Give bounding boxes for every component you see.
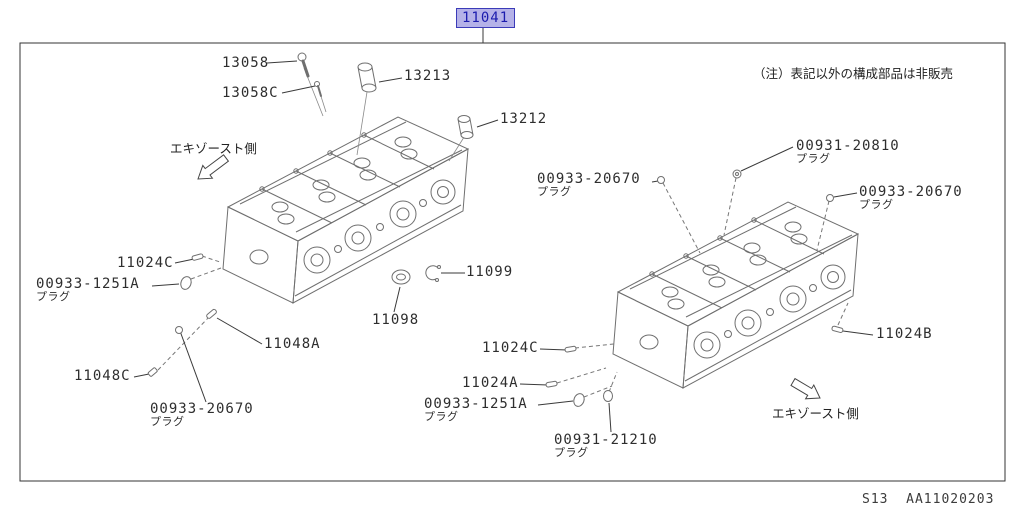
- part-sub-label: プラグ: [424, 411, 459, 424]
- part-number: 00933-20670: [537, 171, 641, 187]
- part-callout-11024c-left[interactable]: 11024C: [117, 255, 174, 271]
- part-callout-11048c[interactable]: 11048C: [74, 368, 131, 384]
- part-number: 00931-20810: [796, 138, 900, 154]
- part-sub-label: プラグ: [537, 186, 572, 199]
- part-number: 11098: [372, 312, 420, 328]
- stud-icon: [147, 367, 158, 377]
- part-sub-label: プラグ: [554, 447, 589, 460]
- note-text: （注）表記以外の構成部品は非販売: [753, 67, 954, 81]
- diagram-border: [19, 42, 1006, 482]
- leader-lines: [133, 60, 874, 433]
- part-number: 11024C: [482, 340, 539, 356]
- part-callout-11098[interactable]: 11098: [372, 312, 420, 328]
- part-sub-label: プラグ: [36, 291, 71, 304]
- screw-icon: [314, 81, 322, 97]
- part-callout-11024a[interactable]: 11024A: [462, 375, 519, 391]
- stud-icon: [831, 325, 844, 334]
- part-sub-label: プラグ: [859, 199, 894, 212]
- exhaust-arrow-left-icon: [197, 154, 230, 180]
- plug-icon: [732, 169, 742, 179]
- part-number: 11024B: [876, 326, 933, 342]
- part-number: 13058C: [222, 85, 279, 101]
- part-callout-13213[interactable]: 13213: [404, 68, 452, 84]
- part-number: 13213: [404, 68, 452, 84]
- snap-ring-icon: [425, 265, 441, 282]
- part-sub-label: プラグ: [796, 153, 831, 166]
- exhaust-arrow-right-icon: [790, 377, 821, 400]
- plug-icon: [573, 393, 585, 407]
- plug-icon: [180, 276, 192, 290]
- plug-icon: [657, 176, 665, 184]
- valve-lifter-icon: [357, 62, 377, 93]
- page-reference-code: S13 AA11020203: [862, 492, 995, 507]
- part-number: 00933-20670: [859, 184, 963, 200]
- part-number: 13212: [500, 111, 548, 127]
- part-callout-11024c-center[interactable]: 11024C: [482, 340, 539, 356]
- exhaust-side-label-left: エキゾースト側: [170, 142, 257, 156]
- part-number: 00933-1251A: [424, 396, 528, 412]
- stud-icon: [564, 345, 577, 353]
- exhaust-arrows: [197, 154, 821, 400]
- part-number: 11099: [466, 264, 514, 280]
- part-callout-11024b[interactable]: 11024B: [876, 326, 933, 342]
- bolt-icon: [297, 52, 310, 78]
- part-number: 11024A: [462, 375, 519, 391]
- plug-icon: [603, 390, 613, 402]
- plug-icon: [826, 194, 834, 202]
- part-callout-11048a[interactable]: 11048A: [264, 336, 321, 352]
- stud-icon: [191, 253, 204, 261]
- part-number: 11048A: [264, 336, 321, 352]
- stud-icon: [206, 308, 217, 319]
- part-callout-13058c[interactable]: 13058C: [222, 85, 279, 101]
- plug-icon: [175, 326, 183, 334]
- part-number: 00931-21210: [554, 432, 658, 448]
- cylinder-head-right: [612, 201, 859, 389]
- seal-plug-icon: [391, 269, 411, 285]
- exhaust-side-label-right: エキゾースト側: [772, 407, 859, 421]
- selected-part-number[interactable]: 11041: [456, 8, 516, 28]
- small-parts: [147, 52, 844, 407]
- part-sub-label: プラグ: [150, 416, 185, 429]
- part-number: 00933-20670: [150, 401, 254, 417]
- part-number: 11048C: [74, 368, 131, 384]
- valve-lifter-icon: [457, 115, 474, 139]
- part-callout-13058[interactable]: 13058: [222, 55, 270, 71]
- part-callout-11099[interactable]: 11099: [466, 264, 514, 280]
- part-callout-13212[interactable]: 13212: [500, 111, 548, 127]
- stud-icon: [545, 380, 558, 388]
- part-number: 11024C: [117, 255, 174, 271]
- cylinder-head-left: [222, 116, 469, 304]
- part-number: 13058: [222, 55, 270, 71]
- part-number: 00933-1251A: [36, 276, 140, 292]
